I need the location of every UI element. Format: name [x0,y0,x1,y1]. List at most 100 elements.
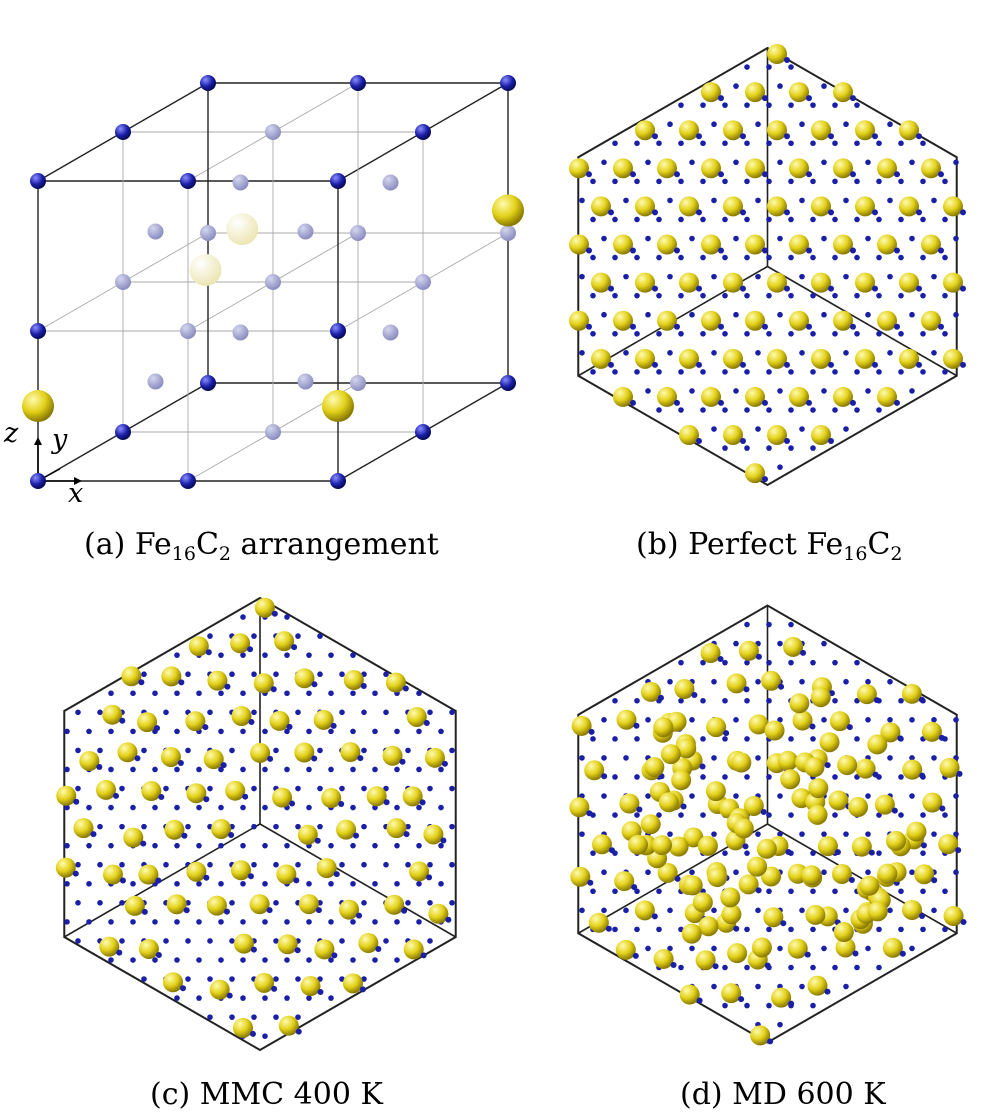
fe-atom [777,640,783,647]
fe-atom [876,964,882,971]
fe-atom [317,671,323,678]
fe-atom [612,178,618,185]
fe-atom [766,888,772,895]
c-atom [877,863,898,884]
c-atom [209,979,230,1000]
fe-atom [920,140,926,147]
fe-atom [850,399,856,406]
fe-atom [207,976,213,982]
fe-atom [317,823,323,830]
c-atom [657,234,677,255]
fe-atom [273,671,279,678]
fe-atom [755,426,761,432]
c-atom [943,905,964,926]
c-atom [428,903,449,924]
cell-outline [63,596,457,1052]
c-atom [789,386,809,407]
fe-atom [311,755,318,762]
fe-atom [689,869,695,876]
fe-atom [405,900,411,906]
fe-atom [207,1014,213,1020]
fe-atom [718,399,724,406]
fe-atom [86,804,92,811]
c-atom [705,781,726,802]
fe-atom [353,832,360,839]
fe-atom [383,861,389,868]
c-atom [789,158,809,179]
fe-atom [766,330,772,337]
fe-atom [711,426,717,432]
fe-atom [612,774,618,780]
c-atom [653,948,674,969]
fe-atom [372,842,378,849]
fe-atom [402,685,409,692]
fe-atom [232,324,249,341]
c-atom [880,722,901,743]
fe-atom [876,216,882,223]
fe-atom [894,323,900,330]
fe-atom [138,679,145,686]
mmc-supercell-render [55,596,457,1052]
fe-atom [273,1014,279,1020]
c-atom [738,640,759,661]
fe-atom [744,926,750,933]
fe-atom [722,330,728,337]
fe-atom [755,887,762,894]
fe-atom [295,976,301,982]
fe-atom [938,247,944,254]
fe-atom [339,709,345,716]
fe-atom [657,694,664,701]
c-atom [591,196,611,217]
c-atom [829,711,850,732]
fe-atom [755,653,762,660]
fe-atom [744,697,750,704]
fe-atom [920,850,926,856]
c-atom [679,348,699,369]
fe-atom [920,178,926,185]
c-atom [406,706,427,727]
c-atom [188,636,209,657]
fe-atom [766,254,772,261]
fe-atom [788,621,794,628]
c-atom [921,310,941,331]
fe-atom [744,369,750,375]
fe-atom [295,709,301,716]
fe-atom [317,785,323,792]
c-atom [902,759,923,780]
fe-atom [218,957,224,963]
fe-atom [249,1030,256,1037]
fe-atom [920,888,926,895]
fe-atom [722,369,728,375]
fe-atom [828,361,834,368]
c-atom [340,742,361,763]
fe-atom [678,330,684,337]
fe-atom [777,235,783,242]
fe-atom [894,399,900,406]
c-atom [657,862,678,883]
fe-atom [953,869,959,876]
fe-atom [359,986,366,993]
fe-atom [711,121,717,128]
fe-atom [810,445,816,451]
fe-atom [828,209,834,216]
fe-atom [738,996,745,1003]
fe-atom [328,919,334,925]
fe-atom [174,919,180,925]
fe-atom [113,792,120,799]
c-atom [902,899,923,920]
fe-atom [248,719,255,726]
fe-atom [360,683,367,690]
c-atom [676,738,697,759]
fe-atom [284,766,290,773]
c-atom [272,787,293,808]
fe-atom [868,849,875,856]
fe-atom [634,774,640,780]
c-atom [615,939,636,960]
fe-atom [218,652,224,658]
fe-atom [645,793,651,799]
fe-atom [846,724,853,731]
fe-atom [938,171,944,178]
fe-atom [832,888,838,895]
fe-atom [876,330,882,337]
c-atom [294,668,315,689]
